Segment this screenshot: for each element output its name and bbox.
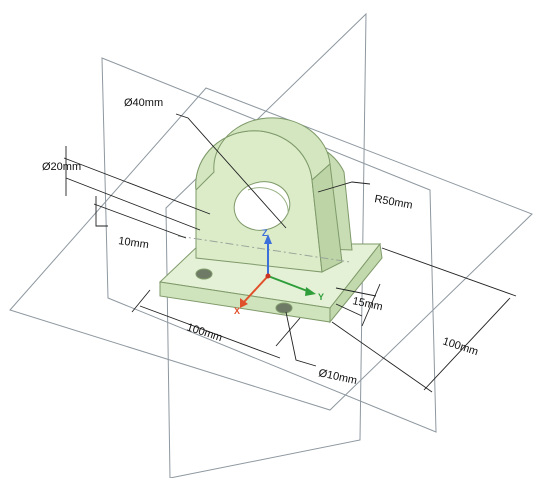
base-plate-side[interactable]: [329, 242, 383, 324]
dim-hole-leader: [175, 113, 287, 229]
dim-width-label[interactable]: 100mm: [441, 335, 480, 358]
z-axis-label: Z: [262, 228, 268, 238]
upright-hole[interactable]: [229, 176, 295, 236]
dim-length-ext-right: [275, 317, 301, 347]
dim-thickness-line: [361, 283, 381, 327]
dim-boss-label[interactable]: Ø20mm: [42, 161, 81, 173]
coordinate-triad[interactable]: Z X Y: [234, 228, 324, 316]
center-line: [177, 235, 351, 263]
dim-width-ext-top: [381, 247, 517, 297]
dim-offset-line: [95, 196, 108, 227]
dim-thickness-ext-top: [335, 287, 377, 297]
y-axis-line: [267, 275, 311, 293]
dim-radius-leader: [317, 181, 371, 193]
y-axis-arrow: [305, 287, 316, 296]
upright-side-face[interactable]: [311, 162, 343, 273]
dim-boss-ext-bottom: [65, 177, 201, 231]
dimensions: [63, 113, 517, 393]
dim-offset-label[interactable]: 10mm: [118, 235, 150, 251]
dim-boss-ext-top: [63, 157, 211, 215]
dim-width-ext-bottom: [331, 321, 433, 393]
x-axis-arrow: [240, 298, 248, 308]
dim-thickness-label[interactable]: 15mm: [351, 295, 383, 313]
top-plane[interactable]: [9, 87, 533, 411]
z-axis-arrow: [264, 234, 272, 244]
x-axis-label: X: [234, 306, 240, 316]
dim-offset-ext: [93, 203, 187, 239]
triad-origin: [265, 273, 271, 279]
dim-base-hole-label[interactable]: Ø10mm: [317, 367, 358, 387]
dim-length-ext-left: [131, 289, 151, 313]
upright-hole-inner: [247, 187, 289, 215]
upright-edge[interactable]: [195, 117, 331, 192]
dim-width-line: [423, 297, 511, 391]
dim-base-hole-leader: [285, 311, 317, 367]
dim-radius-label[interactable]: R50mm: [373, 193, 413, 212]
base-hole-left[interactable]: [195, 268, 213, 280]
y-axis-label: Y: [318, 292, 324, 302]
right-plane[interactable]: [165, 12, 367, 478]
dim-hole-label[interactable]: Ø40mm: [124, 97, 163, 109]
x-axis-line: [243, 275, 269, 303]
dim-length-label[interactable]: 100mm: [185, 321, 224, 344]
dim-length-line: [139, 305, 281, 359]
bracket-part[interactable]: [158, 117, 383, 324]
dim-thickness-ext-bottom: [335, 303, 363, 317]
base-hole-right[interactable]: [275, 302, 293, 314]
